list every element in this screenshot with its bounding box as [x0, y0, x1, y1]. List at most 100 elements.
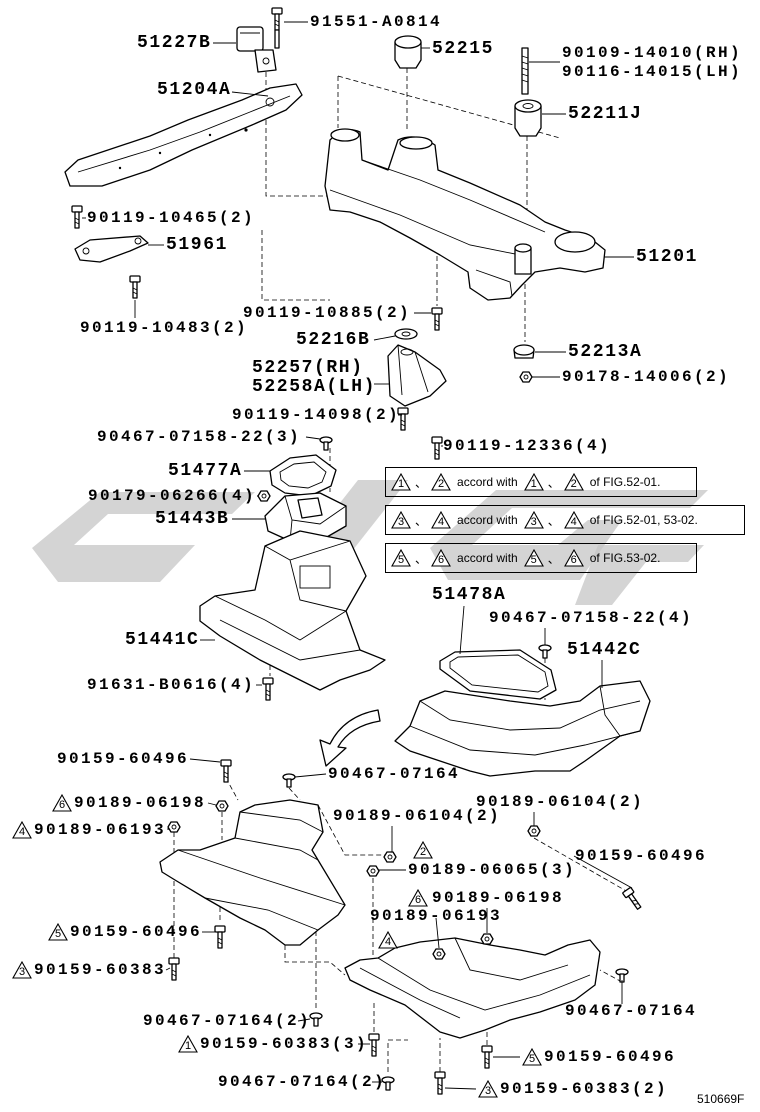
part-label-90189-06065: 90189-06065(3) [408, 861, 577, 879]
reference-triangle: 5 [48, 923, 68, 941]
part-label-52213a: 52213A [568, 342, 643, 362]
part-label-90189-06198-rear: 90189-06198 [432, 889, 565, 907]
note-text: accord with [457, 475, 518, 489]
bracket-51227b [236, 26, 277, 73]
reference-triangle: 3 [523, 511, 544, 529]
brace-51204a [64, 83, 303, 187]
bushing-52215 [394, 35, 422, 69]
bolt-90159-60383-rear [434, 1071, 446, 1095]
part-label-90119-10465: 90119-10465(2) [87, 209, 256, 227]
reference-number: 6 [570, 554, 577, 566]
reference-triangle: 6 [563, 549, 584, 567]
reference-number: 5 [530, 554, 537, 566]
part-number: 90159-60383(3) [200, 1035, 369, 1053]
part-label-90159-60496: 90159-60496 [57, 750, 190, 768]
seal-51478a [439, 649, 557, 700]
reference-number: 1 [184, 1040, 192, 1052]
note-figure-reference: of FIG.52-01, 53-02. [589, 513, 698, 527]
reference-number: 4 [384, 936, 392, 948]
part-label-52215: 52215 [432, 39, 495, 59]
part-label-90159-60383-center: 1 90159-60383(3) [178, 1035, 368, 1053]
cover-lower-front [159, 799, 346, 946]
direction-arrow [319, 709, 381, 767]
part-number: 90159-60496 [544, 1048, 677, 1066]
reference-number: 3 [18, 966, 26, 978]
bolt-90159-60383 [168, 957, 180, 981]
part-label-52216b: 52216B [296, 330, 371, 350]
bolt-90159-60383-center [368, 1033, 380, 1057]
reference-number: 1 [530, 478, 537, 490]
bracket-52257 [387, 344, 447, 407]
part-label-90189-06104-right: 90189-06104(2) [476, 793, 645, 811]
part-label-90467-07164-left: 90467-07164(2) [143, 1012, 312, 1030]
part-label-51227b: 51227B [137, 33, 212, 53]
part-label-52258a-lh: 52258A(LH) [252, 377, 377, 397]
part-label-90119-10885: 90119-10885(2) [243, 304, 412, 322]
note-separator: 、 [415, 513, 428, 528]
reference-number: 4 [18, 826, 26, 838]
reference-triangle: 4 [431, 511, 451, 529]
bolt-91551-a0814 [271, 7, 283, 49]
reference-number: 1 [397, 478, 405, 490]
insulator-51443b [264, 492, 347, 542]
reference-number: 2 [437, 478, 445, 490]
nut-90189-06065 [366, 865, 380, 877]
part-label-51443b: 51443B [155, 509, 230, 529]
note-box-3: 5 、 6 accord with 5 、 6 of FIG.53-02. [385, 543, 697, 573]
nut-90178-14006 [519, 371, 533, 383]
part-label-90178-14006: 90178-14006(2) [562, 368, 731, 386]
bolt-90119-12336 [431, 436, 443, 460]
reference-triangle: 1 [523, 473, 544, 491]
part-label-90467-07164-right: 90467-07164 [565, 1002, 698, 1020]
leader-lines [82, 21, 634, 1090]
part-label-90467-07164: 90467-07164 [328, 765, 461, 783]
plate-51961 [74, 235, 149, 263]
reference-number: 2 [570, 478, 577, 490]
reference-triangle: 4 [563, 511, 584, 529]
bolt-90159-60496 [220, 759, 232, 783]
part-label-90119-12336: 90119-12336(4) [443, 437, 612, 455]
reference-triangle-90189-06193-rear: 4 [378, 931, 398, 949]
reference-number: 6 [437, 554, 445, 566]
part-label-90179-06266: 90179-06266(4) [88, 487, 257, 505]
cover-51441c [199, 530, 386, 691]
reference-number: 3 [530, 516, 537, 528]
part-label-90119-10483: 90119-10483(2) [80, 319, 249, 337]
part-label-51478a: 51478A [432, 585, 507, 605]
part-label-51201: 51201 [636, 247, 699, 267]
reference-triangle: 5 [391, 549, 411, 567]
nut-90189-06198 [215, 800, 229, 812]
stud-bolt-90109-14010 [521, 47, 529, 95]
gasket-51477a [269, 454, 337, 497]
reference-number: 3 [484, 1085, 492, 1097]
reference-number: 4 [437, 516, 445, 528]
reference-number: 2 [419, 846, 427, 858]
note-box-1: 1 、 2 accord with 1 、 2 of FIG.52-01. [385, 467, 697, 497]
assembly-dashed-lines-lower [173, 777, 629, 1072]
reference-triangle: 1 [391, 473, 411, 491]
reference-triangle: 5 [522, 1048, 542, 1066]
part-label-51961: 51961 [166, 235, 229, 255]
part-label-52211j: 52211J [568, 104, 643, 124]
nut-90189-06104-left [383, 851, 397, 863]
stopper-52213a [513, 344, 535, 359]
bushing-52211j [514, 99, 542, 137]
note-figure-reference: of FIG.52-01. [589, 475, 661, 489]
part-label-90159-60496-right: 90159-60496 [575, 847, 708, 865]
part-label-51441c: 51441C [125, 630, 200, 650]
clip-90467-07158-22-rear [538, 644, 552, 659]
part-label-51477a: 51477A [168, 461, 243, 481]
reference-triangle: 3 [478, 1080, 498, 1098]
note-separator: 、 [415, 551, 428, 566]
part-label-90189-06193-rear: 90189-06193 [370, 907, 503, 925]
part-label-90189-06104-left: 90189-06104(2) [333, 807, 502, 825]
washer-52216b [394, 328, 418, 340]
nut-90189-06104 [527, 825, 541, 837]
reference-triangle: 2 [563, 473, 584, 491]
bolt-90159-60496-left [214, 925, 226, 949]
note-text: accord with [457, 551, 518, 565]
